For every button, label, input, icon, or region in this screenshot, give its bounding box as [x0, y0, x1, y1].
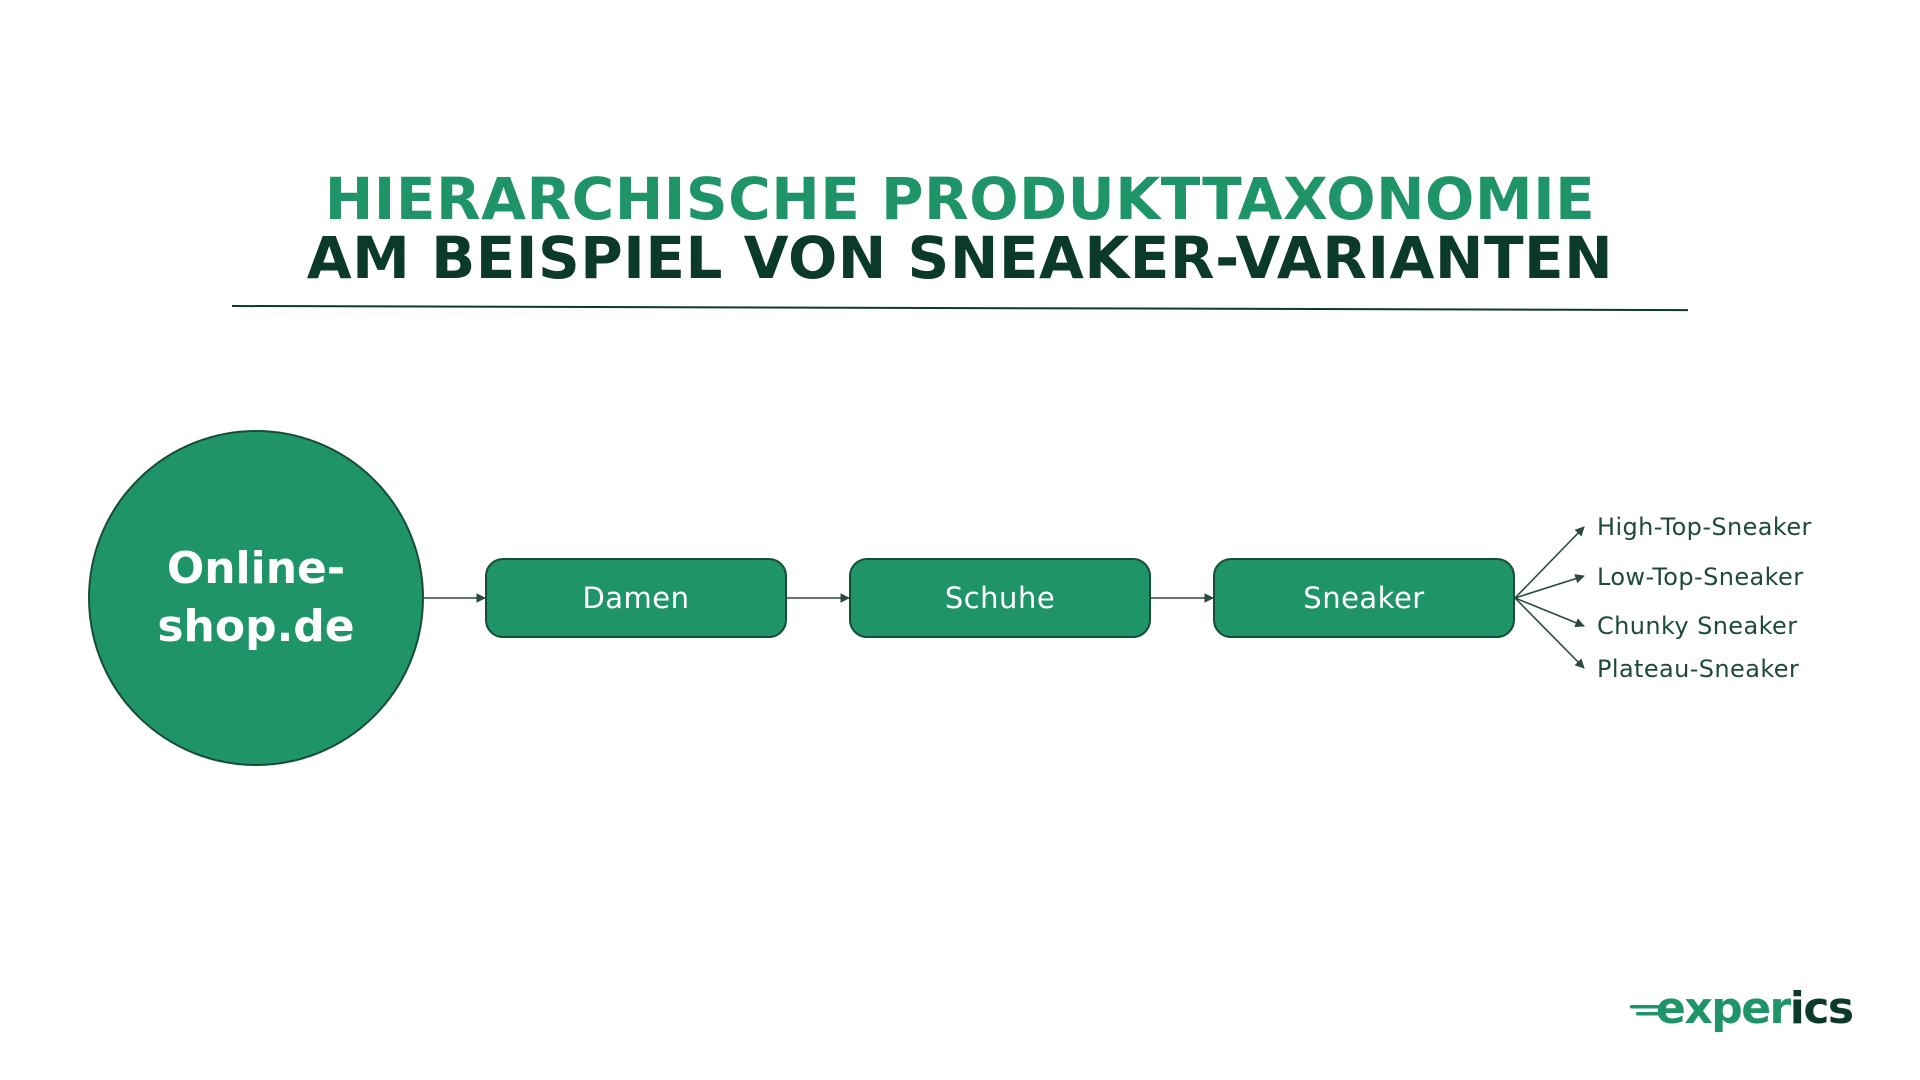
title-line-1: HIERARCHISCHE PRODUKTTAXONOMIE [324, 165, 1596, 233]
logo-wordmark-part-1: exper [1656, 983, 1791, 1034]
root-node-online-shop: Online- shop.de [88, 430, 424, 766]
logo-wordmark: experics [1656, 982, 1854, 1036]
node-schuhe: Schuhe [849, 558, 1151, 638]
node-sneaker: Sneaker [1213, 558, 1515, 638]
leaf-high-top-sneaker: High-Top-Sneaker [1597, 513, 1812, 541]
connector-sneaker-leaf-4 [1514, 597, 1585, 669]
node-sneaker-label: Sneaker [1303, 581, 1425, 615]
leaf-low-top-sneaker: Low-Top-Sneaker [1597, 563, 1804, 591]
root-node-label-line-2: shop.de [157, 601, 355, 652]
leaf-plateau-sneaker: Plateau-Sneaker [1597, 655, 1800, 683]
connector-sneaker-leaf-1 [1514, 526, 1585, 599]
node-damen: Damen [485, 558, 787, 638]
leaf-chunky-sneaker: Chunky Sneaker [1597, 612, 1798, 640]
root-node-label: Online- shop.de [136, 540, 376, 656]
experics-logo: experics [1630, 982, 1854, 1042]
speed-lines-icon [1630, 1005, 1664, 1016]
logo-wordmark-part-2: ics [1789, 983, 1854, 1034]
connector-sneaker-leaf-2 [1514, 574, 1585, 599]
title-line-2: AM BEISPIEL VON SNEAKER-VARIANTEN [306, 224, 1614, 292]
root-node-label-line-1: Online- [166, 543, 346, 594]
node-schuhe-label: Schuhe [944, 581, 1056, 615]
node-damen-label: Damen [582, 581, 690, 615]
connector-sneaker-leaf-3 [1514, 597, 1585, 628]
